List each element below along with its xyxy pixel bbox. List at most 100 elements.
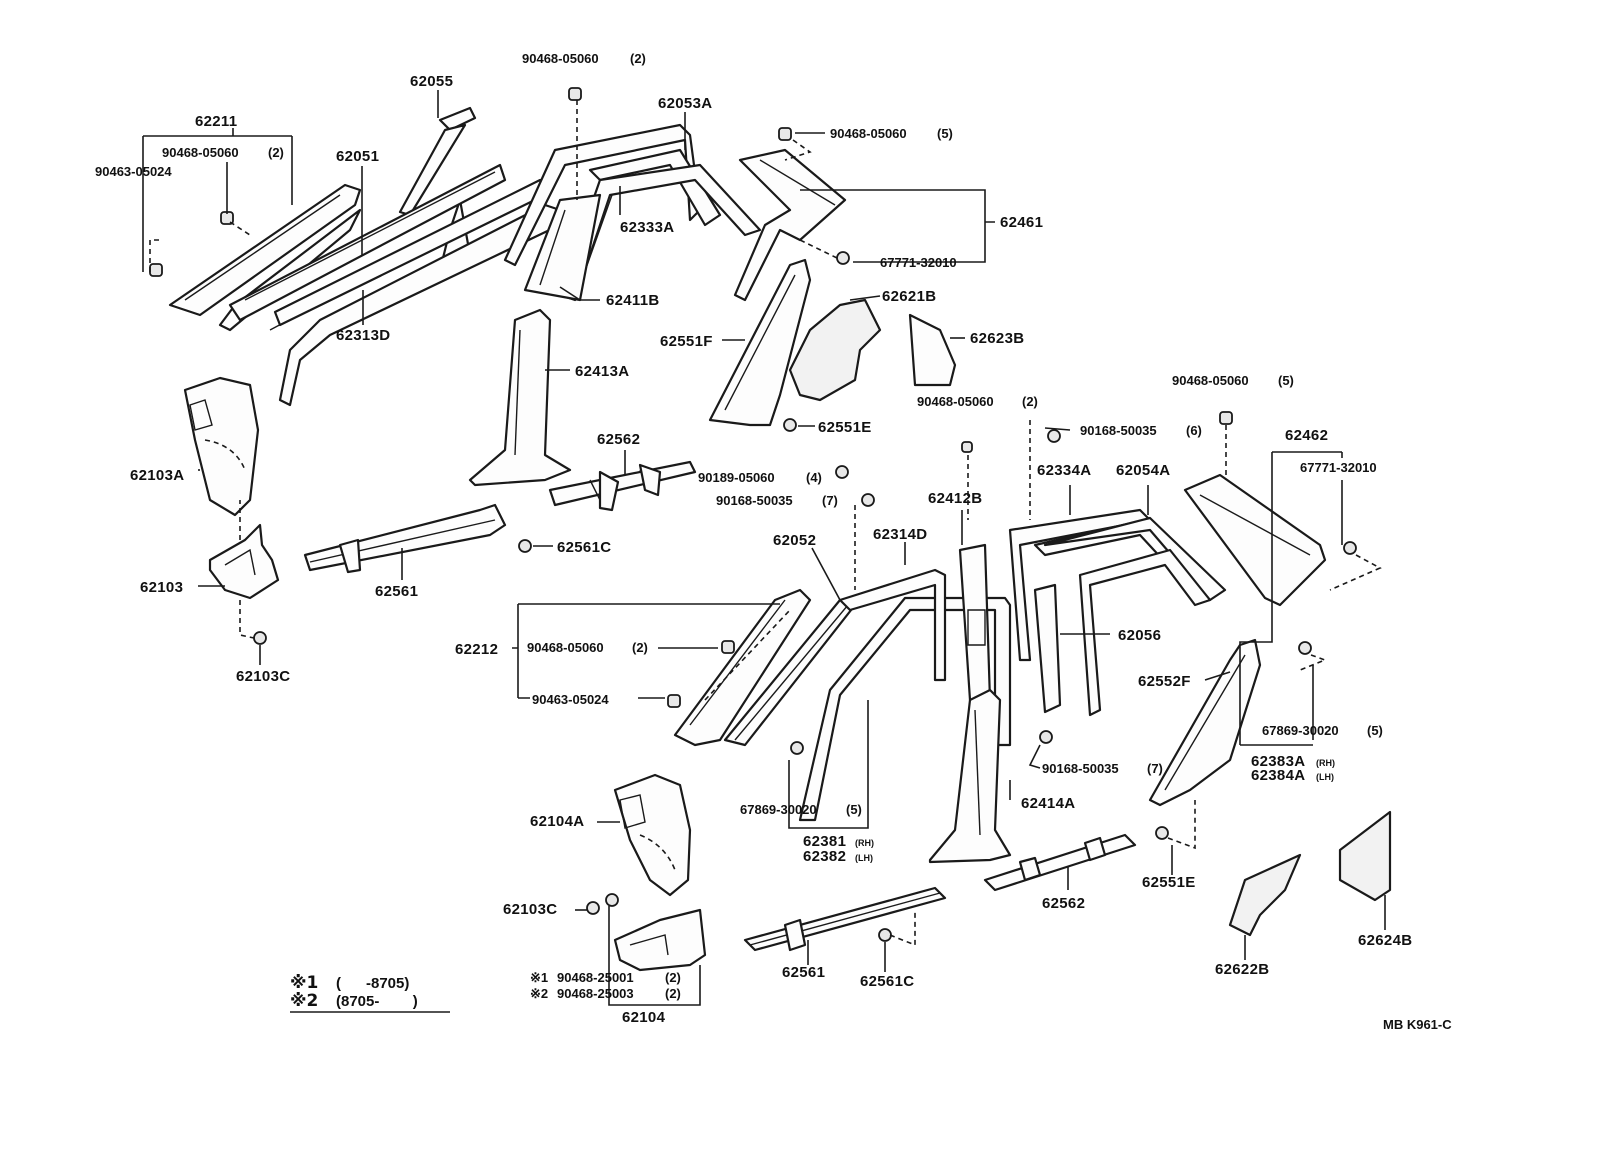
screw-90189 [835,465,849,479]
part-62621B [788,298,882,402]
drawing-code: MB K961-C [1383,1017,1452,1032]
label-90468-far5: 90468-05060 [1172,373,1249,388]
part-62622B [1228,853,1302,937]
label-62552F: 62552F [1138,673,1191,690]
label-90168-b-qty: (6) [1186,423,1202,438]
label-62055: 62055 [410,73,453,90]
ref-mark-2: ※2 [530,986,548,1001]
label-90468-212-qty: (2) [632,640,648,655]
screw-67869-b [1298,641,1312,655]
part-62462 [1183,473,1327,607]
label-67869-a: 67869-30020 [740,802,817,817]
label-62056: 62056 [1118,627,1161,644]
label-62414A: 62414A [1021,795,1075,812]
part-62054A [1043,516,1227,602]
label-90468-25003-qty: (2) [665,986,681,1001]
screw-90168-c [1039,730,1053,744]
label-62383A: 62383A [1251,753,1305,770]
label-62461: 62461 [1000,214,1043,231]
part-62623B [908,313,957,387]
part-62624B [1338,810,1392,902]
part-62561C-upper [518,539,532,553]
note-range-2: (8705- ) [336,993,418,1010]
part-62561-lower [743,886,947,952]
part-62104A [613,773,692,897]
label-90168-a: 90168-50035 [716,493,793,508]
label-67869-a-qty: (5) [846,802,862,817]
part-62551F [708,258,812,427]
label-62103C-a: 62103C [236,668,290,685]
label-90189: 90189-05060 [698,470,775,485]
label-62313D: 62313D [336,327,390,344]
label-90468-right5: 90468-05060 [830,126,907,141]
label-62051: 62051 [336,148,379,165]
label-62103A: 62103A [130,467,184,484]
label-62384A-lh: (LH) [1316,772,1334,782]
label-62333A: 62333A [620,219,674,236]
label-62622B: 62622B [1215,961,1269,978]
label-62382: 62382 [803,848,846,865]
label-62104: 62104 [622,1009,666,1026]
label-62052: 62052 [773,532,816,549]
part-62562-upper [548,460,697,512]
label-90468-212: 90468-05060 [527,640,604,655]
label-67869-b: 67869-30020 [1262,723,1339,738]
clip-90463-left [149,263,163,277]
label-90468-25003: 90468-25003 [557,986,634,1001]
label-62551F: 62551F [660,333,713,350]
label-62561-a: 62561 [375,583,418,600]
clip-90468-far5 [1219,411,1233,425]
label-90468-top: 90468-05060 [522,51,599,66]
part-62314D [798,568,1012,822]
part-62051 [228,163,507,322]
label-90468-top-qty: (2) [630,51,646,66]
ref-mark-1: ※1 [530,970,548,985]
screw-90168-b [1047,429,1061,443]
label-62561C-b: 62561C [860,973,914,990]
label-62384A: 62384A [1251,767,1305,784]
part-62212 [673,588,812,747]
part-62561C-lower [878,928,892,942]
label-62623B: 62623B [970,330,1024,347]
part-62412B [958,543,992,702]
leader-lines [142,90,1386,1013]
part-labels: 62055 90468-05060 (2) 62053A 62211 90468… [95,51,1412,1026]
label-62382-lh: (LH) [855,853,873,863]
legend-notes: ※1 ( -8705) ※2 (8705- ) ※1 ※2 [290,970,548,1011]
part-62103A [183,376,260,517]
label-62562-a: 62562 [597,431,640,448]
screw-90168-a [861,493,875,507]
part-62552F [1148,638,1262,807]
label-90468-25001: 90468-25001 [557,970,634,985]
label-90168-c: 90168-50035 [1042,761,1119,776]
label-62211: 62211 [195,113,237,130]
screw-67869-a [790,741,804,755]
clip-90468-right5 [778,127,792,141]
label-62624B: 62624B [1358,932,1412,949]
part-62103C-top [253,631,267,645]
screw-67771-a [836,251,850,265]
part-62056 [1033,548,1212,717]
label-90463-left: 90463-05024 [95,164,172,179]
screw-67771-b [1343,541,1357,555]
label-62334A: 62334A [1037,462,1091,479]
screw-62551E-b [1155,826,1169,840]
label-62551E-b: 62551E [1142,874,1196,891]
label-90168-a-qty: (7) [822,493,838,508]
label-67869-b-qty: (5) [1367,723,1383,738]
label-62053A: 62053A [658,95,712,112]
label-90189-qty: (4) [806,470,822,485]
note-range-1: ( -8705) [336,975,409,992]
label-90168-c-qty: (7) [1147,761,1163,776]
part-62313D [269,178,562,407]
label-62562-b: 62562 [1042,895,1085,912]
part-62561-upper [303,503,507,574]
label-67771-b: 67771-32010 [1300,460,1377,475]
label-90468-right5-qty: (5) [937,126,953,141]
part-62414A [928,688,1012,864]
label-62314D: 62314D [873,526,927,543]
part-62562-lower [983,833,1137,892]
clip-90468-212 [721,640,735,654]
label-62381: 62381 [803,833,846,850]
label-62212: 62212 [455,641,498,658]
